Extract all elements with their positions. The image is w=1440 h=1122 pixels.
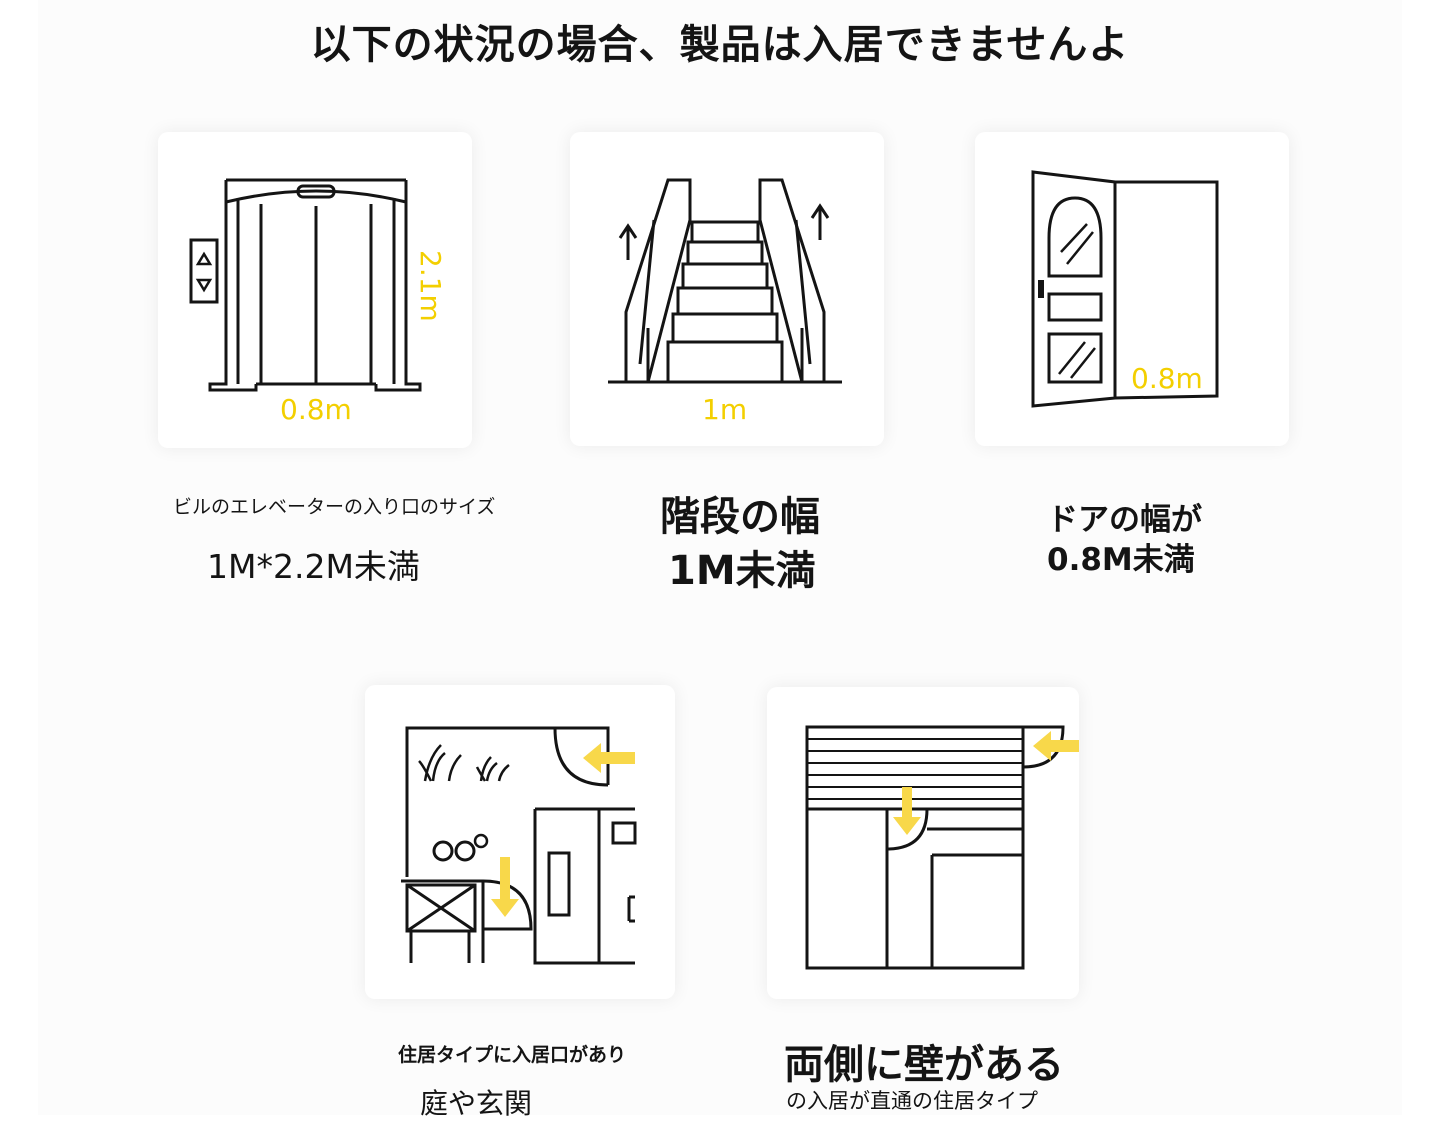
garden-entrance-card [365, 685, 675, 999]
garden-entrance-floorplan-icon [401, 726, 637, 965]
stair-caption-line2: 1M未満 [668, 548, 816, 594]
garden-caption-line2: 庭や玄関 [420, 1087, 533, 1120]
corridor-caption-line2: の入居が直通の住居タイプ [786, 1089, 1038, 1113]
door-caption-line2: 0.8M未満 [1047, 542, 1195, 578]
staircase-icon [608, 178, 842, 384]
walled-corridor-floorplan-icon [805, 725, 1065, 970]
walled-corridor-card [767, 687, 1079, 999]
staircase-card: 1m [570, 132, 884, 446]
elevator-caption-line1: ビルのエレベーターの入り口のサイズ [173, 496, 496, 518]
door-card: 0.8m [975, 132, 1289, 446]
elevator-card: 0.8m 2.1m [158, 132, 472, 448]
corridor-caption-line1: 両側に壁がある [784, 1042, 1064, 1088]
elevator-caption-line2: 1M*2.2M未満 [207, 547, 420, 586]
elevator-icon [189, 178, 422, 392]
door-caption-line1: ドアの幅が [1047, 502, 1202, 538]
page-title: 以下の状況の場合、製品は入居できませんよ [310, 22, 1130, 68]
door-icon [1031, 170, 1219, 408]
stair-caption-line1: 階段の幅 [660, 494, 820, 540]
garden-caption-line1: 住居タイプに入居口があり [398, 1044, 627, 1066]
